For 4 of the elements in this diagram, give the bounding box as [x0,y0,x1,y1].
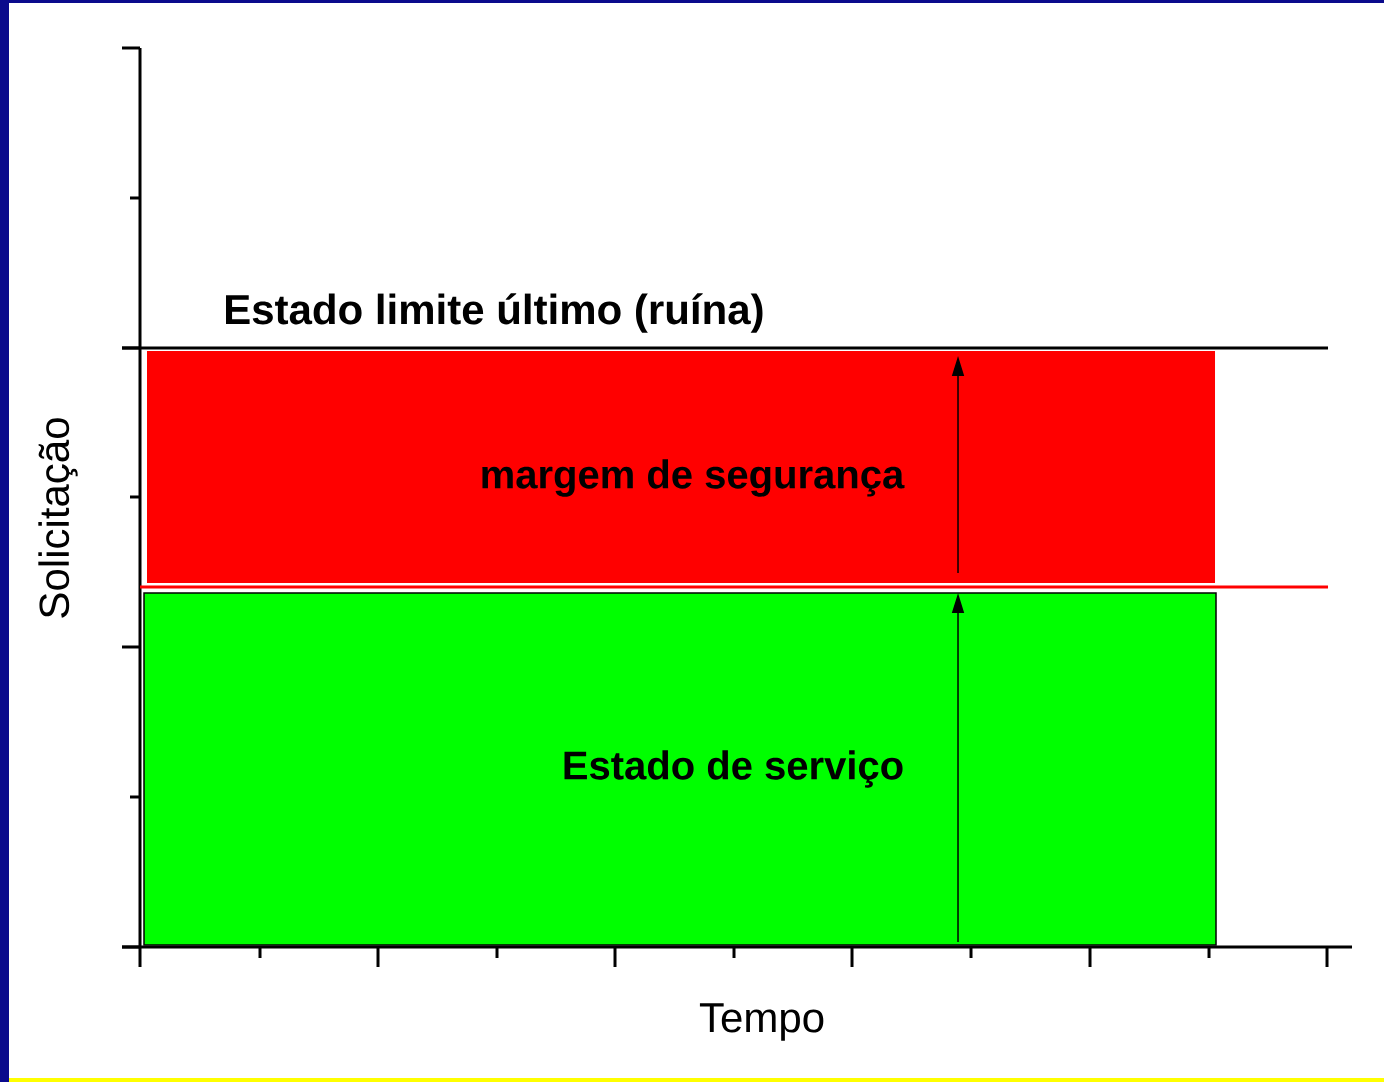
axis-title: Solicitação [38,418,78,618]
safety-margin-band: margem de segurança [147,351,1215,583]
service-state-band: Estado de serviço [143,592,1217,946]
axis-title: Tempo [699,1003,824,1041]
